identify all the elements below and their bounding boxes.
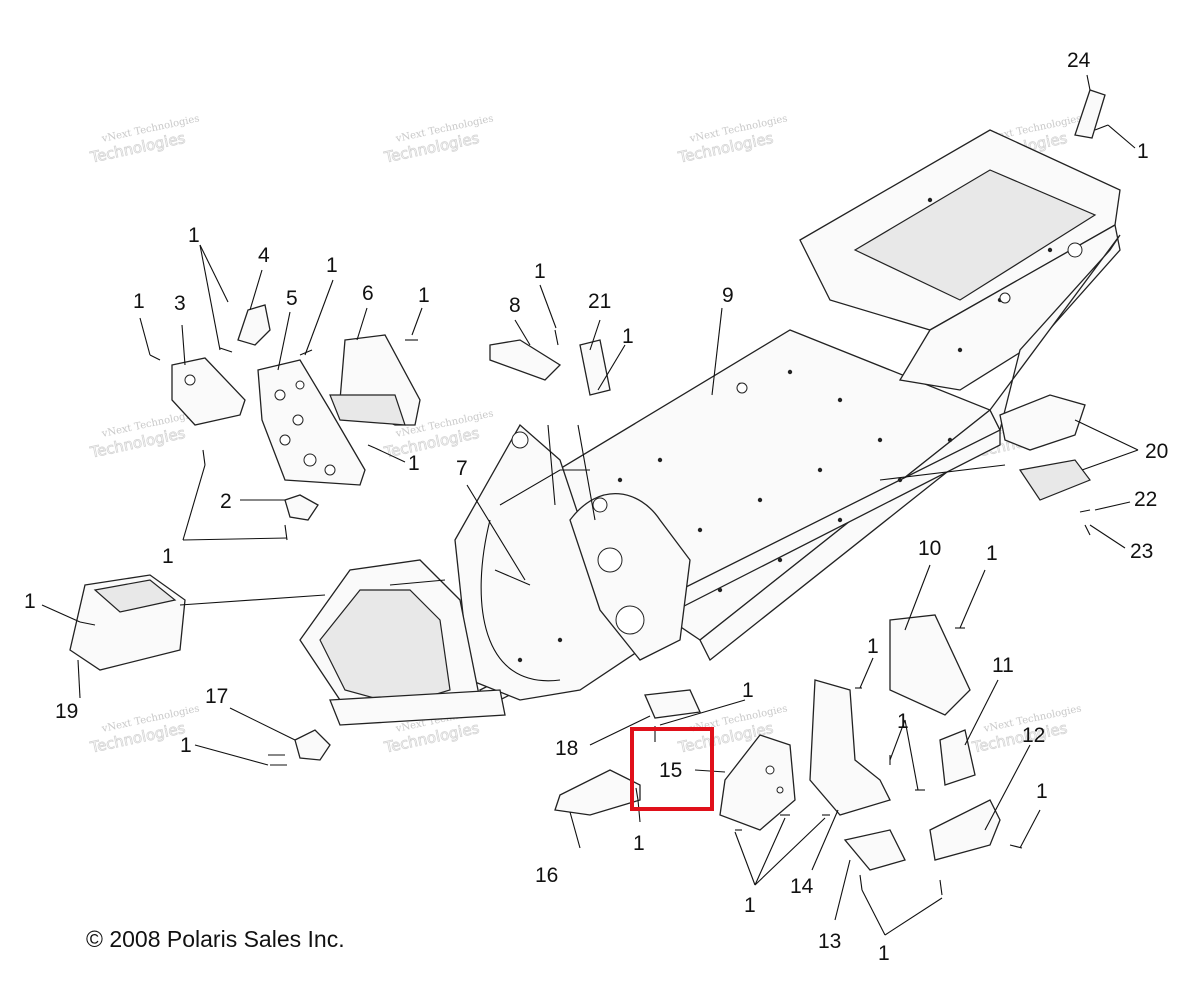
callout-20: 20 bbox=[1145, 440, 1168, 463]
callout-21: 21 bbox=[588, 290, 611, 313]
callout-11: 11 bbox=[992, 654, 1014, 677]
callout-19: 19 bbox=[55, 700, 78, 723]
highlight-box bbox=[630, 727, 714, 811]
callout-1: 1 bbox=[1137, 140, 1149, 163]
callout-1: 1 bbox=[742, 679, 754, 702]
callout-1: 1 bbox=[744, 894, 756, 917]
callout-9: 9 bbox=[722, 284, 734, 307]
callout-1: 1 bbox=[986, 542, 998, 565]
callout-24: 24 bbox=[1067, 49, 1091, 72]
callout-13: 13 bbox=[818, 930, 841, 953]
callout-18: 18 bbox=[555, 737, 578, 760]
callout-1: 1 bbox=[418, 284, 430, 307]
callout-1: 1 bbox=[897, 710, 909, 733]
callout-17: 17 bbox=[205, 685, 228, 708]
callout-1: 1 bbox=[878, 942, 890, 965]
callout-16: 16 bbox=[535, 864, 558, 887]
callout-2: 2 bbox=[220, 490, 232, 513]
callout-15: 15 bbox=[659, 759, 682, 782]
callout-1: 1 bbox=[24, 590, 36, 613]
callout-10: 10 bbox=[918, 537, 941, 560]
callout-1: 1 bbox=[326, 254, 338, 277]
callout-23: 23 bbox=[1130, 540, 1153, 563]
callout-1: 1 bbox=[408, 452, 420, 475]
copyright-notice: © 2008 Polaris Sales Inc. bbox=[86, 926, 345, 952]
callout-12: 12 bbox=[1022, 724, 1045, 747]
callout-5: 5 bbox=[286, 287, 298, 310]
callout-7: 7 bbox=[456, 457, 468, 480]
callout-3: 3 bbox=[174, 292, 186, 315]
callout-1: 1 bbox=[188, 224, 200, 247]
chassis-frame bbox=[299, 129, 1121, 726]
callout-8: 8 bbox=[509, 294, 521, 317]
callout-6: 6 bbox=[362, 282, 374, 305]
leader-lines bbox=[41, 74, 1139, 936]
callout-4: 4 bbox=[258, 244, 270, 267]
callout-labels: 24 1 1 4 1 1 3 5 6 1 8 21 1 9 1 1 2 1 7 … bbox=[24, 49, 1168, 965]
callout-1: 1 bbox=[1036, 780, 1048, 803]
callout-1: 1 bbox=[622, 325, 634, 348]
callout-1: 1 bbox=[133, 290, 145, 313]
callout-1: 1 bbox=[162, 545, 174, 568]
callout-14: 14 bbox=[790, 875, 814, 898]
callout-1: 1 bbox=[180, 734, 192, 757]
callout-1: 1 bbox=[534, 260, 546, 283]
callout-1: 1 bbox=[867, 635, 879, 658]
callout-22: 22 bbox=[1134, 488, 1157, 511]
callout-1: 1 bbox=[633, 832, 645, 855]
